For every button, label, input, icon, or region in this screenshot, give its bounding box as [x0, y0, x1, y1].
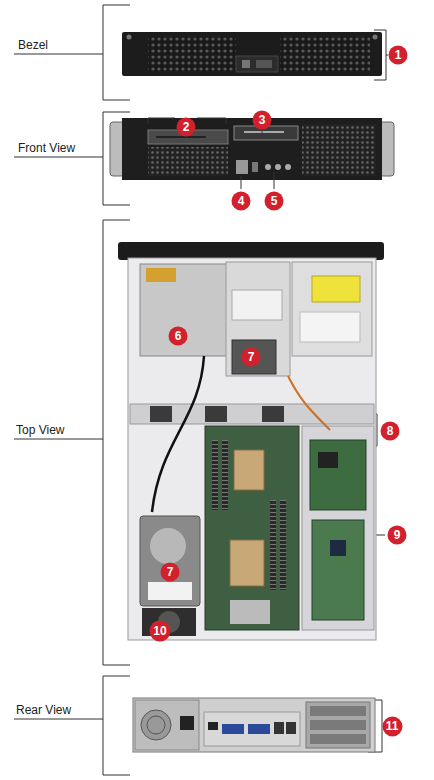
callout-text: 8 [380, 421, 400, 441]
section-label: Bezel [16, 38, 50, 52]
callout-number: 9 [387, 525, 407, 545]
callout-circle [381, 422, 400, 441]
callout-number: 7 [241, 347, 261, 367]
rear-view-figure [133, 698, 375, 752]
callout-number: 3 [252, 110, 272, 130]
callout-circle [265, 192, 284, 211]
callout-circle [253, 111, 272, 130]
callout-text: 9 [387, 525, 407, 545]
callout-number: 11 [382, 716, 403, 737]
callout-circle [150, 621, 171, 642]
callout-circle [232, 192, 251, 211]
callout-circle [388, 526, 407, 545]
callout-circle [169, 327, 188, 346]
callout-number: 10 [149, 620, 171, 642]
callout-number: 4 [231, 191, 251, 211]
callout-circle [161, 563, 180, 582]
top-view-figure [118, 242, 384, 640]
section-label: Front View [16, 141, 77, 155]
section-label: Rear View [14, 703, 73, 717]
callout-text: 4 [231, 191, 251, 211]
callout-text: 3 [252, 110, 272, 130]
callout-text: 2 [176, 117, 196, 137]
callout-text: 5 [264, 191, 284, 211]
callout-text: 11 [382, 716, 403, 737]
callout-number: 5 [264, 191, 284, 211]
bezel-figure [122, 32, 382, 76]
callout-number: 6 [168, 326, 188, 346]
callout-text: 7 [160, 562, 180, 582]
section-bracket [14, 5, 130, 775]
callout-circle [382, 716, 402, 736]
section-label: Top View [14, 423, 66, 437]
callout-text: 1 [388, 45, 408, 65]
callout-text: 7 [241, 347, 261, 367]
callout-number: 7 [160, 562, 180, 582]
callout-number: 8 [380, 421, 400, 441]
callout-number: 2 [176, 117, 196, 137]
callout-text: 6 [168, 326, 188, 346]
callout-circle [389, 46, 408, 65]
front-view-figure [110, 118, 394, 180]
callout-number: 1 [388, 45, 408, 65]
callout-circle [242, 348, 261, 367]
callout-circle [177, 118, 196, 137]
callout-text: 10 [149, 620, 171, 642]
